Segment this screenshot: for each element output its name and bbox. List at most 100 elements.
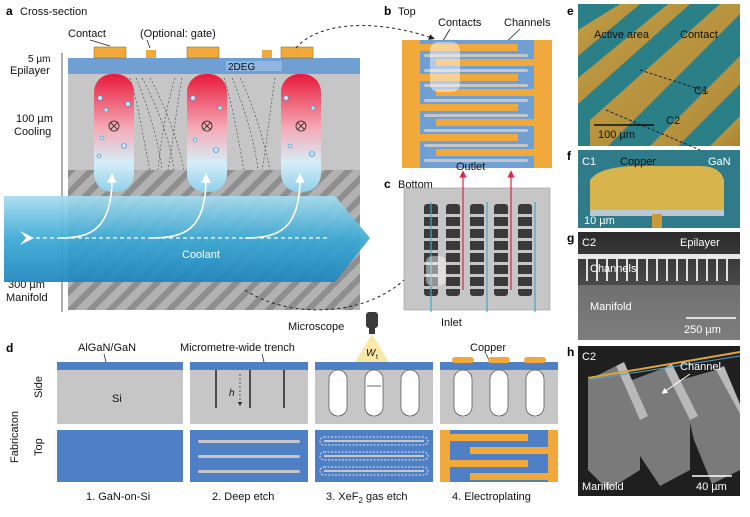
top-row-label: Top bbox=[33, 438, 45, 456]
current-symbols bbox=[108, 120, 307, 132]
panel-g: g C2 Epilayer Channels Manifold 250 µm bbox=[567, 231, 740, 340]
channel-3 bbox=[281, 74, 321, 192]
manifold-label: Manifold bbox=[6, 292, 48, 304]
contact-pad-3 bbox=[280, 46, 314, 59]
sem-f-stem bbox=[652, 214, 662, 228]
panel-d-letter: d bbox=[6, 341, 13, 355]
active-area-label: Active area bbox=[594, 29, 650, 41]
panel-e: e Active area Contact C1 C2 100 µm bbox=[567, 4, 740, 151]
sem-g-channels-label: Channels bbox=[590, 263, 637, 275]
step-1-caption: 1. GaN-on-Si bbox=[86, 491, 150, 503]
contact-label: Contact bbox=[68, 28, 106, 40]
bottom-highlight bbox=[425, 255, 447, 287]
panel-c-letter: c bbox=[384, 177, 391, 191]
panel-c: c Bottom Outlet Inlet bbox=[384, 161, 551, 329]
sem-g-manifold-label: Manifold bbox=[590, 301, 632, 313]
sem-g-channels bbox=[586, 259, 728, 281]
panel-a: a Cross-section Contact (Optional: gate)… bbox=[4, 4, 435, 312]
sem-h-epilayer-edge bbox=[587, 355, 741, 381]
cooling-thickness: 100 µm bbox=[16, 113, 53, 125]
trench-label: Micrometre-wide trench bbox=[180, 342, 295, 354]
fabrication-label: Fabricaton bbox=[9, 411, 21, 463]
contact-leader bbox=[89, 39, 111, 47]
sem-f-gan bbox=[590, 210, 724, 216]
algan-label: AlGaN/GaN bbox=[78, 342, 136, 354]
width-subscript: t bbox=[376, 354, 378, 361]
sem-e-contact-label: Contact bbox=[680, 29, 718, 41]
panel-b-letter: b bbox=[384, 4, 391, 18]
twodeg-label: 2DEG bbox=[228, 62, 255, 73]
sem-g-scale: 250 µm bbox=[684, 324, 721, 336]
panel-h: h C2 Channel Manifold 40 µm bbox=[567, 345, 741, 496]
sem-h-scale: 40 µm bbox=[696, 481, 727, 493]
top-bus-right bbox=[534, 40, 552, 168]
sem-h-channel-arrow bbox=[661, 373, 691, 394]
gate-label: (Optional: gate) bbox=[140, 28, 216, 40]
sem-g-manifold bbox=[578, 285, 740, 340]
top-step-2 bbox=[190, 430, 308, 482]
h-label: h bbox=[229, 388, 235, 399]
inlet-lines bbox=[430, 202, 536, 312]
top-step-3 bbox=[315, 430, 433, 482]
bottom-trench-rungs bbox=[424, 214, 532, 289]
panel-g-letter: g bbox=[567, 231, 574, 245]
bubbles bbox=[96, 95, 316, 159]
sem-h-c2-label: C2 bbox=[582, 351, 596, 363]
epilayer-layer bbox=[68, 58, 360, 74]
width-symbol: W bbox=[366, 348, 377, 359]
outlet-lines bbox=[459, 170, 515, 290]
channels-label: Channels bbox=[504, 17, 551, 29]
outlet-label: Outlet bbox=[456, 161, 485, 173]
epilayer-label: Epilayer bbox=[10, 65, 50, 77]
sem-h-fins bbox=[588, 366, 740, 490]
sem-e-scale: 100 µm bbox=[598, 129, 635, 141]
copper-label: Copper bbox=[470, 342, 506, 354]
coolant-up-arrows bbox=[59, 173, 305, 239]
panel-a-letter: a bbox=[6, 4, 13, 18]
link-arrow-to-bottom bbox=[244, 259, 422, 311]
top-highlight bbox=[430, 42, 460, 92]
step-4-caption: 4. Electroplating bbox=[452, 491, 531, 503]
coolant-arrow bbox=[4, 196, 370, 282]
sem-f-gan-label: GaN bbox=[708, 156, 731, 168]
panel-e-letter: e bbox=[567, 4, 574, 18]
contacts-label: Contacts bbox=[438, 17, 482, 29]
coolant-label: Coolant bbox=[182, 249, 220, 261]
epilayer-thickness: 5 µm bbox=[28, 54, 50, 65]
panel-h-letter: h bbox=[567, 345, 574, 359]
sem-f-copper-label: Copper bbox=[620, 156, 656, 168]
panel-a-title: Cross-section bbox=[20, 6, 87, 18]
microscope-label: Microscope bbox=[288, 321, 344, 333]
link-arrow-to-top bbox=[295, 25, 435, 49]
side-step-3 bbox=[315, 362, 433, 424]
sem-f-copper bbox=[590, 166, 724, 214]
algan-leader bbox=[103, 353, 107, 363]
gate-pad-1 bbox=[146, 50, 156, 58]
sem-e-cut-c1 bbox=[639, 69, 709, 93]
sem-e-c2-label: C2 bbox=[666, 115, 680, 127]
sem-f-c1-label: C1 bbox=[582, 156, 596, 168]
sem-g-epilayer bbox=[578, 254, 740, 259]
panel-b-title: Top bbox=[398, 6, 416, 18]
side-step-1: Si bbox=[57, 362, 183, 424]
channel-1 bbox=[94, 74, 134, 192]
gate-leader bbox=[146, 39, 151, 49]
si-label: Si bbox=[112, 393, 122, 405]
sem-e-c1-label: C1 bbox=[694, 85, 708, 97]
sem-h-manifold-label: Manifold bbox=[582, 481, 624, 493]
inlet-label: Inlet bbox=[441, 317, 462, 329]
sem-h-copper-edge bbox=[587, 351, 741, 379]
heat-flow-lines bbox=[129, 77, 276, 171]
panel-d: d AlGaN/GaN Micrometre-wide trench Micro… bbox=[6, 312, 558, 505]
side-step-4 bbox=[440, 357, 558, 424]
sem-f-scale: 10 µm bbox=[584, 215, 615, 227]
sem-g-epilayer-label: Epilayer bbox=[680, 237, 720, 249]
contact-pad-1 bbox=[93, 46, 127, 59]
sem-h-channel-label: Channel bbox=[680, 361, 721, 373]
channel-2 bbox=[187, 74, 227, 192]
top-step-1 bbox=[57, 430, 183, 482]
twodeg-box bbox=[226, 61, 282, 71]
cooling-label: Cooling bbox=[14, 126, 51, 138]
sem-h-fin-faces bbox=[616, 362, 740, 420]
